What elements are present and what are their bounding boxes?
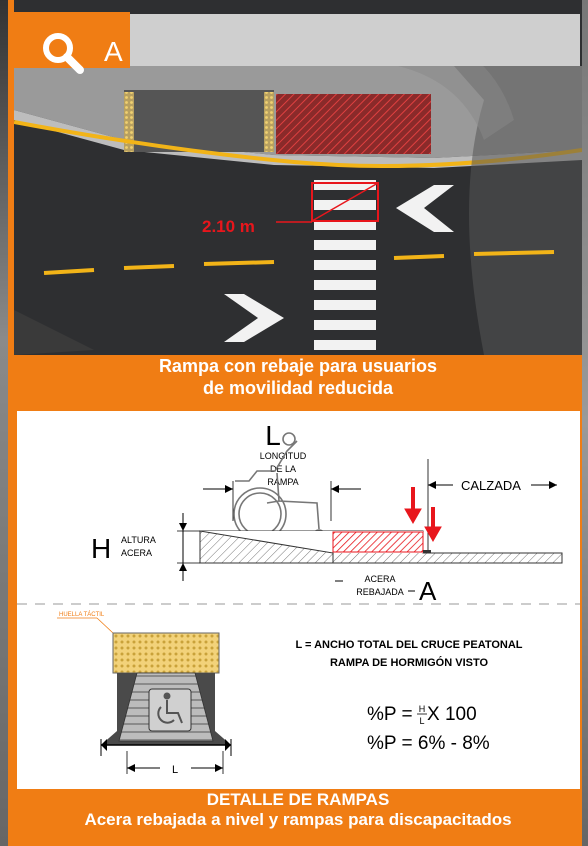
formula-prefix: %P = [367,704,413,725]
detail-panel: L LONGITUD DE LA RAMPA CALZADA [17,411,580,789]
detail-drawing: L LONGITUD DE LA RAMPA CALZADA [17,420,580,776]
formula-denominator: L [419,716,424,726]
search-icon [43,33,84,74]
H-symbol: H [91,533,111,564]
longitud-line2: DE LA [270,464,296,474]
zebra-crossing [314,180,376,350]
calzada-label: CALZADA [461,478,521,493]
red-hatched-zone [276,94,431,154]
measure-label: 2.10 m [202,217,255,236]
altura-line2: ACERA [121,548,152,558]
tactile-strip-left [124,92,134,152]
measure-box [311,182,379,222]
caption-top: Rampa con rebaje para usuarios de movili… [14,355,582,399]
accessibility-icon [157,692,183,724]
caption-bottom-line2: Acera rebajada a nivel y rampas para dis… [84,810,512,829]
formula-numerator: H [419,704,426,714]
lowered-sidewalk-section [332,531,424,553]
search-badge[interactable]: A [14,12,130,74]
center-lane-markings [43,250,555,275]
tactile-strip-right [264,92,274,152]
header-strip [130,14,580,66]
tactile-paving [112,632,220,674]
huella-label: HUELLA TÁCTIL [59,611,105,618]
arrow-right-lane-icon [396,185,454,232]
altura-line1: ALTURA [121,535,156,545]
arrow-left-lane-icon [224,294,284,342]
acera-line1: ACERA [364,574,395,584]
longitud-line3: RAMPA [267,477,298,487]
search-letter: A [104,36,123,67]
red-arrows [404,487,442,543]
L-symbol: L [265,420,281,451]
crossing-drawing: 2.10 m [14,20,582,355]
background-right-edge [580,0,588,846]
note-line2: RAMPA DE HORMIGÓN VISTO [330,656,489,669]
caption-top-line1: Rampa con rebaje para usuarios [158,356,438,376]
A-symbol: A [419,576,437,606]
caption-top-line2: de movilidad reducida [202,378,394,398]
formula-range: %P = 6% - 8% [367,733,490,754]
ramp-surface [124,90,274,152]
L-bottom-label: L [172,764,178,776]
ramp-section [199,530,334,564]
note-line1: L = ANCHO TOTAL DEL CRUCE PEATONAL [295,639,522,651]
caption-bottom-line1: DETALLE DE RAMPAS [206,790,390,809]
caption-bottom: DETALLE DE RAMPAS Acera rebajada a nivel… [14,790,582,830]
acera-line2: REBAJADA [356,587,404,597]
formula-suffix: X 100 [427,704,477,725]
